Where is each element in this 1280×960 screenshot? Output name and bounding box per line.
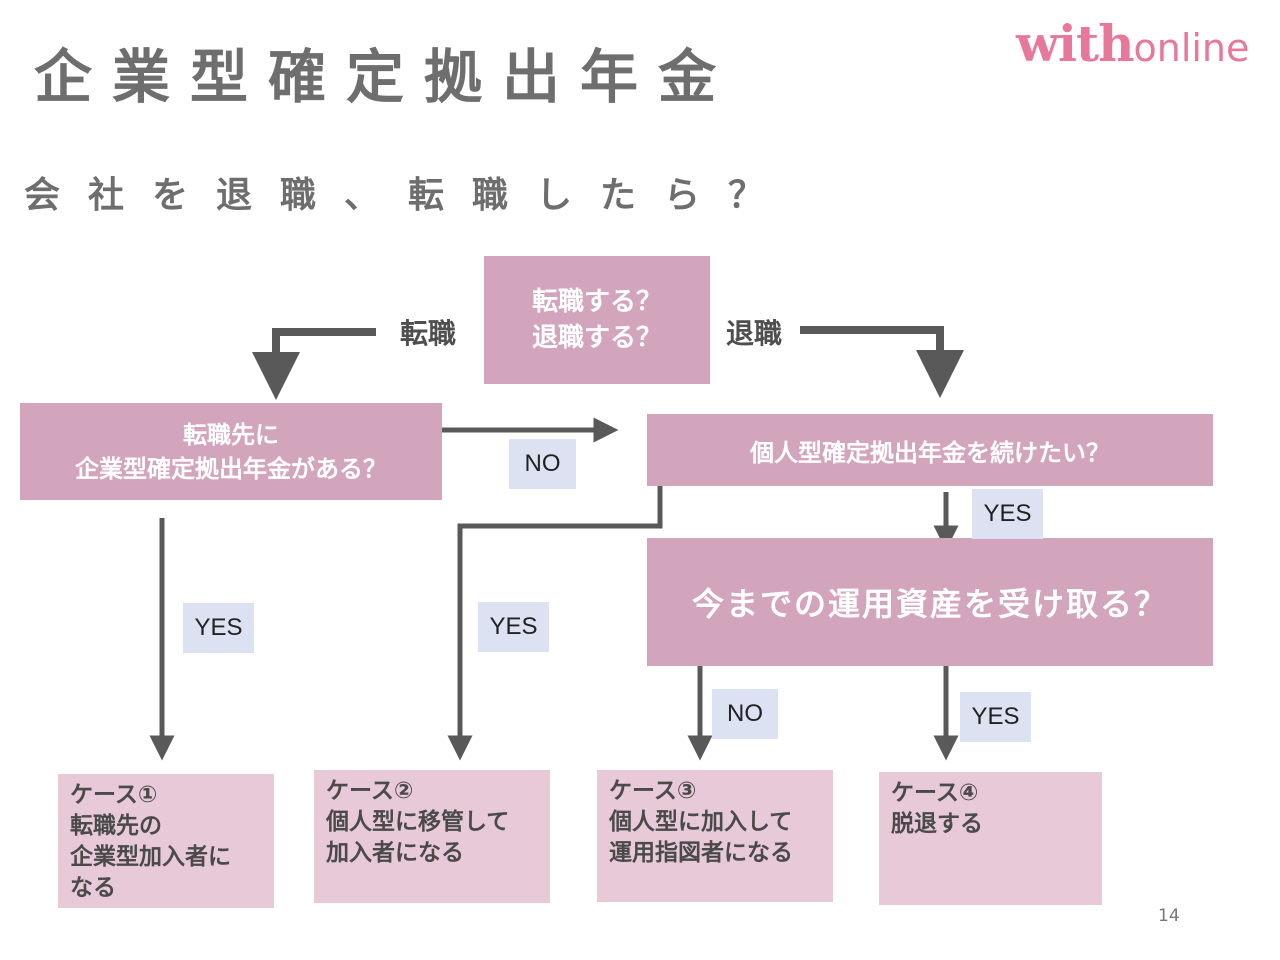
with-online-logo: withonline (1016, 14, 1249, 73)
case3-box: ケース③ 個人型に加入して 運用指図者になる (597, 770, 833, 902)
start-node-text: 転職する？ 退職する？ (531, 287, 662, 353)
case3-text: ケース③ 個人型に加入して 運用指図者になる (609, 778, 793, 866)
page-subtitle: 会社を退職、転職したら？ (24, 175, 793, 216)
page-title: 企業型確定拠出年金 (34, 43, 737, 111)
individual-question-text: 個人型確定拠出年金を続けたい？ (750, 438, 1110, 467)
arrow-start-to-tenshoku (252, 328, 376, 400)
branch-label-tenshoku: 転職 (400, 317, 457, 350)
receive-assets-question-node: 今までの運用資産を受け取る？ (647, 538, 1213, 666)
receive-assets-question-text: 今までの運用資産を受け取る？ (691, 585, 1168, 623)
answer-yes-case2: YES (478, 602, 549, 652)
case1-text: ケース① 転職先の 企業型加入者に なる (70, 782, 231, 901)
case2-text: ケース② 個人型に移管して 加入者になる (326, 778, 510, 866)
page-number: 14 (1158, 906, 1180, 926)
answer-yes-case4: YES (960, 692, 1031, 742)
answer-no-individual: NO (509, 439, 576, 489)
arrow-start-to-taishoku (800, 326, 964, 398)
individual-question-node: 個人型確定拠出年金を続けたい？ (647, 414, 1213, 486)
case2-box: ケース② 個人型に移管して 加入者になる (314, 770, 550, 903)
start-node: 転職する？ 退職する？ (484, 256, 710, 384)
case4-text: ケース④ 脱退する (891, 780, 983, 837)
branch-label-taishoku: 退職 (726, 317, 783, 350)
answer-yes-case1: YES (183, 603, 254, 653)
case4-box: ケース④ 脱退する (879, 772, 1102, 905)
answer-no-case3: NO (712, 689, 778, 739)
new-company-question-text: 転職先に 企業型確定拠出年金がある？ (75, 420, 387, 483)
arrow-yes-to-case2 (447, 486, 663, 761)
case1-box: ケース① 転職先の 企業型加入者に なる (58, 774, 274, 908)
logo-suffix: online (1133, 26, 1250, 70)
new-company-question-node: 転職先に 企業型確定拠出年金がある？ (20, 403, 442, 500)
logo-brand: with (1016, 14, 1134, 73)
answer-yes-continue: YES (972, 489, 1043, 539)
